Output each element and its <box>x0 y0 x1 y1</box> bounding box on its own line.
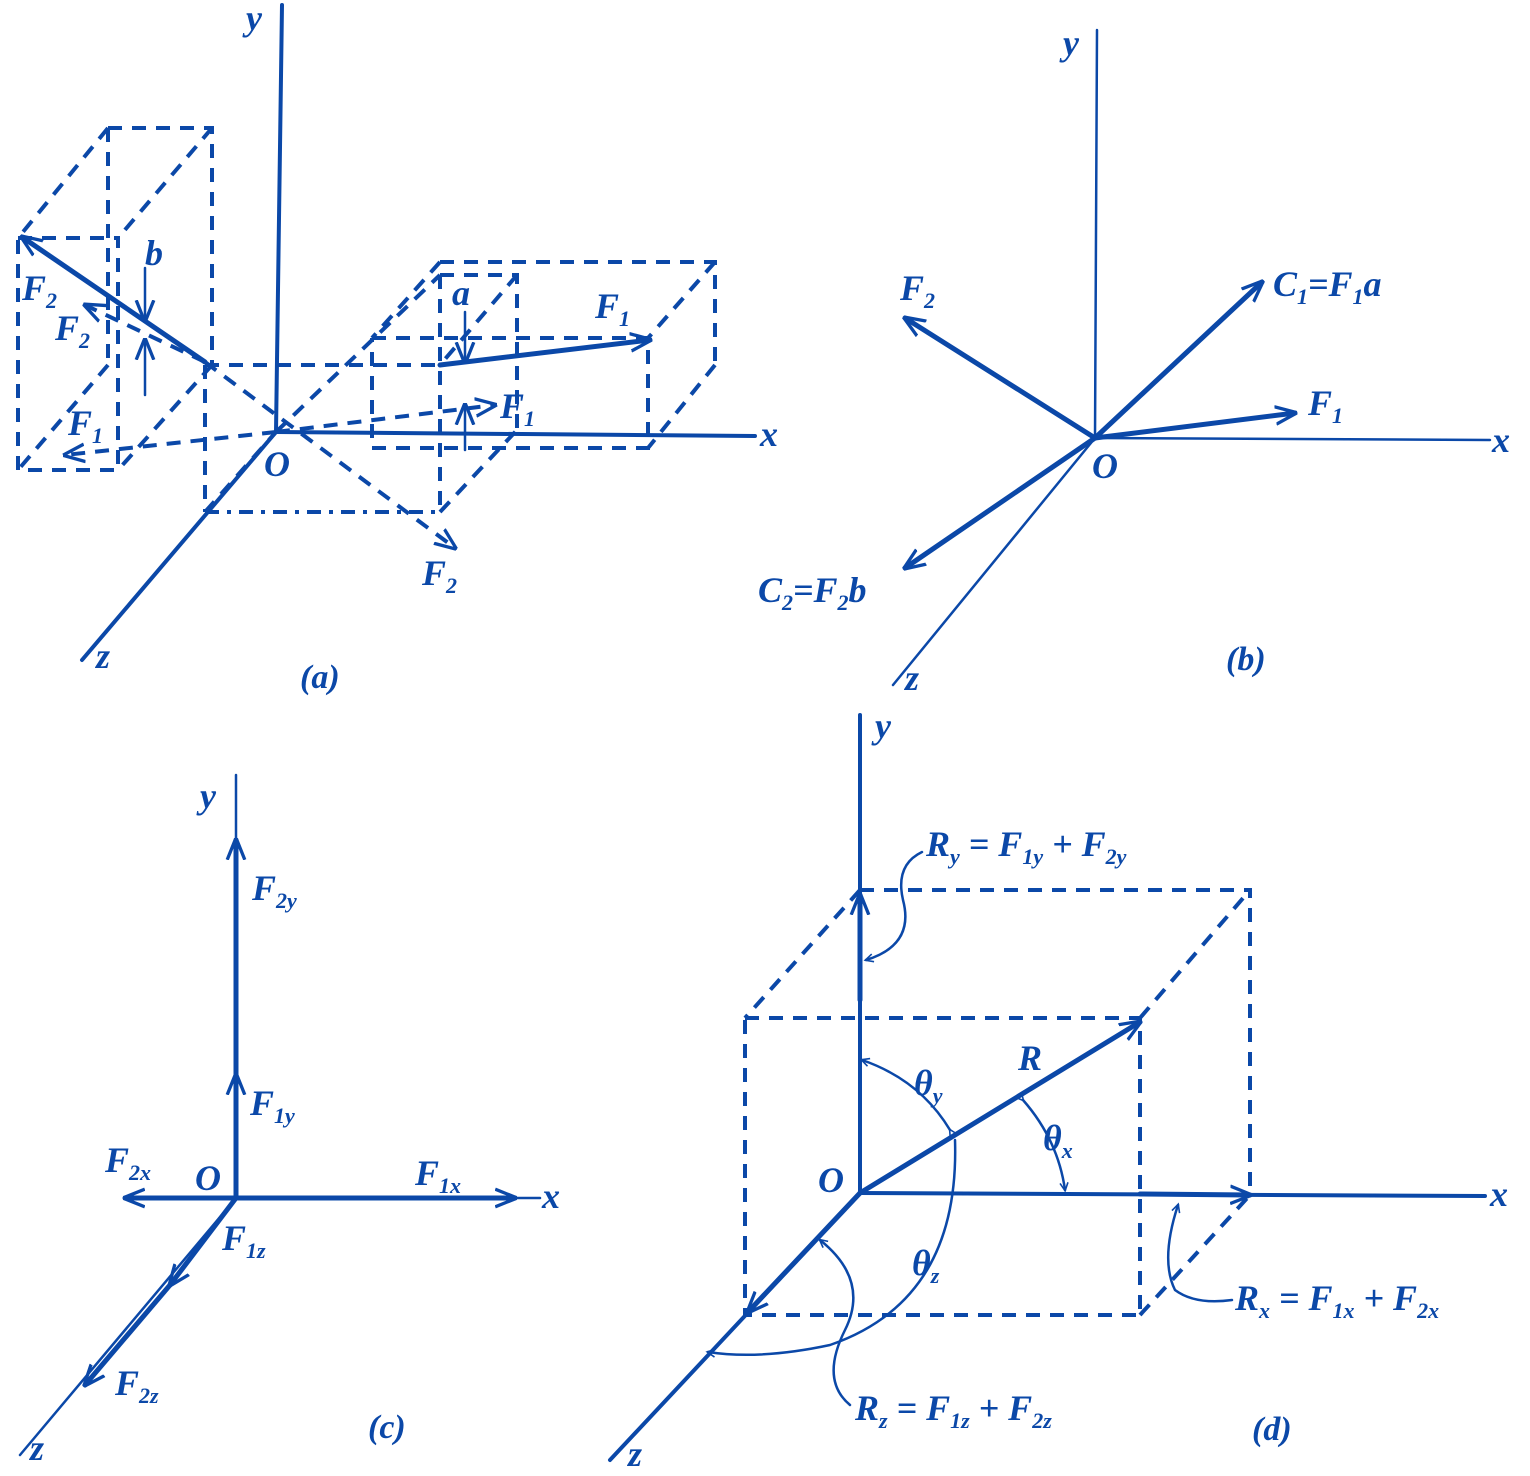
label-a: a <box>452 273 470 313</box>
rz-arrow <box>748 1190 863 1312</box>
ry-leader <box>863 850 924 963</box>
label-f1x: F1x <box>414 1153 461 1198</box>
z-axis-label: z <box>94 636 110 676</box>
z-axis <box>80 430 278 662</box>
label-f2-right: F2 <box>421 553 457 598</box>
force-f2z-arrow <box>85 1282 173 1385</box>
origin-label: O <box>195 1158 221 1198</box>
x-axis-label: x <box>1489 1174 1508 1214</box>
label-f1-dashed: F1 <box>499 386 535 431</box>
y-axis-label: y <box>196 776 217 816</box>
label-f2-dashed: F2 <box>54 308 90 353</box>
z-axis-label: z <box>903 658 919 698</box>
force-f2-arrow <box>22 237 208 365</box>
left-dashed-box <box>16 126 442 514</box>
force-f1-dashed-left-arrow <box>65 430 277 455</box>
label-f1z: F1z <box>221 1218 266 1263</box>
couple-c2-arrow <box>905 435 1098 568</box>
rx-leader <box>1167 1202 1234 1303</box>
label-rz-equation: Rz = F1z + F2z <box>854 1388 1052 1433</box>
caption-a: (a) <box>300 659 340 696</box>
label-theta-z: θz <box>912 1243 940 1288</box>
force-f1-arrow <box>1092 413 1295 441</box>
force-f1z-arrow <box>170 1195 239 1285</box>
force-f1-arrow <box>437 340 650 368</box>
label-f1: F1 <box>594 286 630 331</box>
couple-c1-arrow <box>1092 282 1262 441</box>
panel-d: y x z O R θy θx θz Ry = F1y + F2y Rx = F… <box>608 706 1508 1474</box>
label-rx-equation: Rx = F1x + F2x <box>1234 1278 1439 1323</box>
y-axis-label: y <box>871 706 892 746</box>
label-c2: C2=F2b <box>758 570 867 615</box>
origin-label: O <box>1092 446 1118 486</box>
label-b: b <box>145 233 163 273</box>
dashed-box <box>743 888 1252 1317</box>
force-f2-dashed-arrow <box>203 360 455 548</box>
caption-b: (b) <box>1226 641 1266 678</box>
caption-d: (d) <box>1252 1411 1292 1448</box>
y-axis <box>274 3 284 434</box>
caption-c: (c) <box>368 1409 406 1446</box>
x-axis-label: x <box>759 414 778 454</box>
label-ry-equation: Ry = F1y + F2y <box>925 824 1127 869</box>
label-f2: F2 <box>899 268 935 313</box>
x-axis <box>1093 436 1492 442</box>
label-f1: F1 <box>1307 383 1343 428</box>
panel-a: y x z O F2 F2 F1 b a F1 F1 F2 (a) <box>16 0 778 696</box>
label-f1y: F1y <box>249 1083 295 1128</box>
theta-y-arc <box>859 1057 958 1139</box>
z-axis-label: z <box>28 1428 44 1468</box>
force-f2-arrow <box>905 318 1098 441</box>
label-f2z: F2z <box>114 1363 159 1408</box>
rz-leader <box>817 1238 855 1407</box>
origin-label: O <box>264 444 290 484</box>
rx-arrow <box>1137 1194 1253 1195</box>
label-r: R <box>1017 1038 1042 1078</box>
label-theta-y: θy <box>914 1063 943 1108</box>
z-axis <box>18 1196 238 1457</box>
z-axis-label: z <box>626 1434 642 1474</box>
origin-label: O <box>818 1160 844 1200</box>
label-theta-x: θx <box>1043 1118 1073 1163</box>
panel-c: y x z O F2y F1y F2x F1x F1z F2z (c) <box>18 773 560 1468</box>
panel-b: y x z O F2 C1=F1a F1 C2=F2b (b) <box>758 23 1510 698</box>
label-f2y: F2y <box>251 868 297 913</box>
resultant-r-arrow <box>857 1022 1140 1196</box>
x-axis-label: x <box>1491 420 1510 460</box>
label-c1: C1=F1a <box>1273 264 1382 309</box>
force-f1-dashed-arrow <box>275 405 495 434</box>
y-axis <box>1093 28 1099 440</box>
z-axis <box>891 436 1097 687</box>
label-f1-left: F1 <box>67 403 103 448</box>
right-dashed-box <box>370 260 717 514</box>
label-f2x: F2x <box>104 1140 151 1185</box>
theta-z-arc <box>705 1138 957 1358</box>
y-axis-label: y <box>242 0 263 38</box>
x-axis-label: x <box>541 1176 560 1216</box>
theta-x-arc <box>1014 1091 1069 1193</box>
y-axis-label: y <box>1059 23 1080 63</box>
label-f2: F2 <box>21 268 57 313</box>
